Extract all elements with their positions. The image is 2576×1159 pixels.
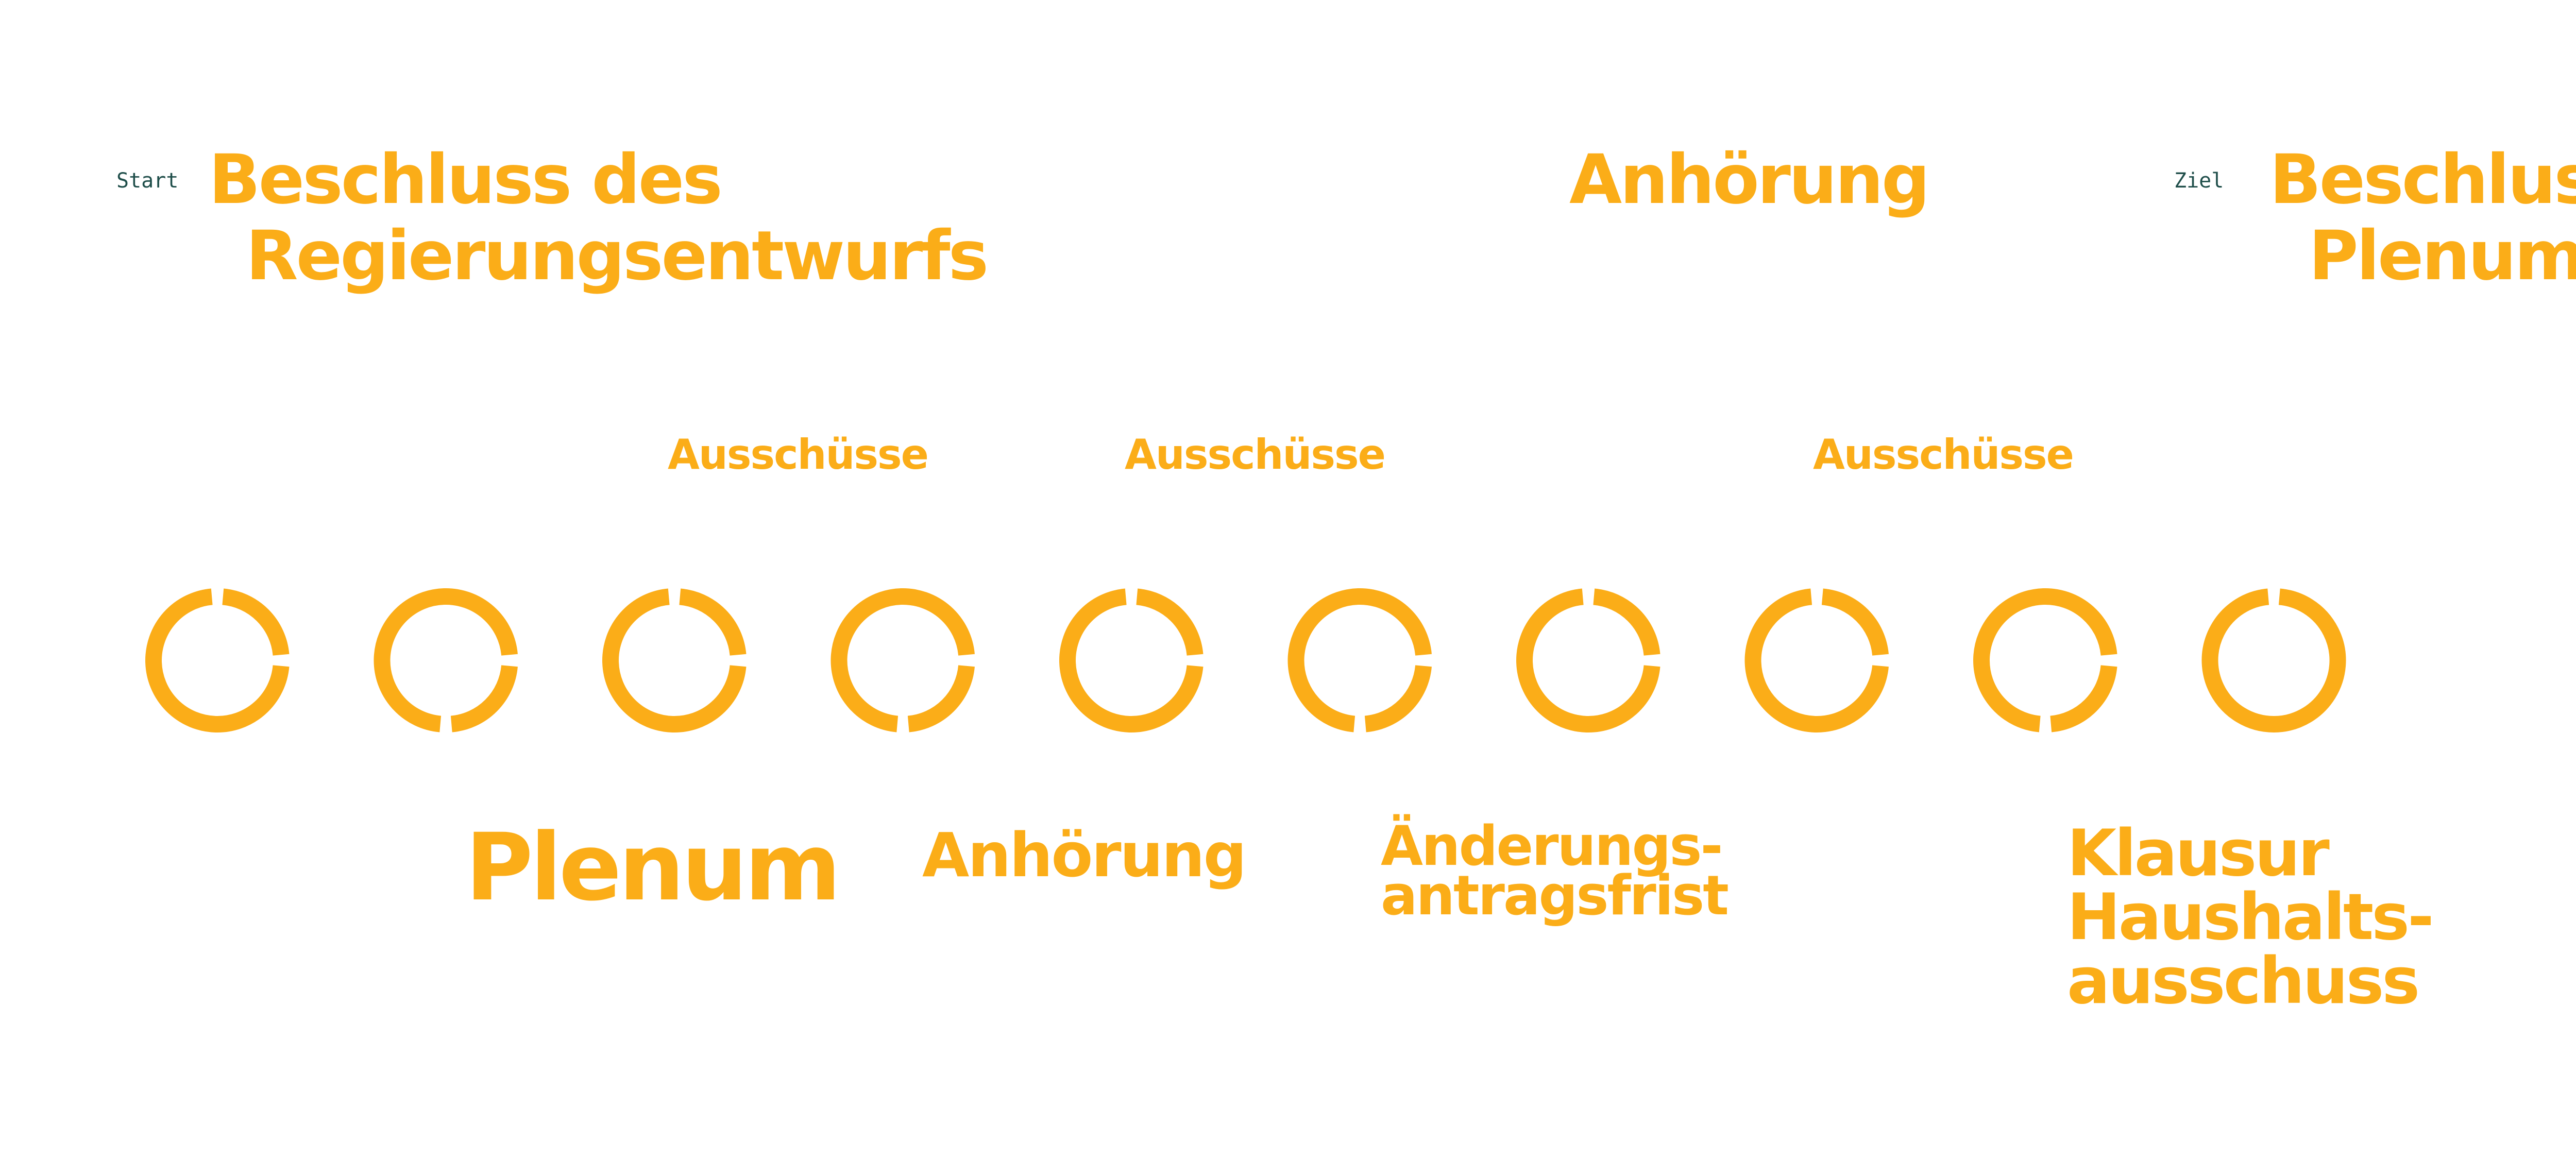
label-klausur-line2: Haushalts- [2067,880,2434,955]
timeline-step-7 [1516,588,1660,732]
timeline-step-9 [1973,588,2117,732]
ring-segment [450,664,518,732]
label-beschluss-plenum: Beschluss Plenum [2269,142,2576,294]
label-aenderungsantragsfrist: Änderungs- antragsfrist [1381,814,1729,927]
ring-segment [374,588,518,732]
label-aenderung-line2: antragsfrist [1381,864,1729,927]
ring-segment [679,588,747,656]
label-beschluss-line2: Regierungsentwurfs [246,216,989,296]
ring-segment [1364,664,1432,732]
ring-segment [907,664,975,732]
timeline-step-10 [2201,588,2346,732]
label-beschluss-regierungsentwurf: Beschluss des Regierungsentwurfs [209,140,989,296]
label-ausschuesse-3: Ausschüsse [1813,431,2074,479]
label-ziel-line1: Beschluss [2269,140,2576,219]
timeline-step-8 [1744,588,1889,732]
label-beschluss-line1: Beschluss des [209,140,723,219]
label-klausur-haushaltsausschuss: Klausur Haushalts- ausschuss [2067,816,2434,1018]
ring-segment [1136,588,1204,656]
timeline-step-6 [1287,588,1432,732]
label-anhoerung-top: Anhörung [1569,140,1930,219]
ring-segment [602,588,747,732]
label-ausschuesse-1: Ausschüsse [668,431,929,479]
label-anhoerung-bottom: Anhörung [922,820,1247,891]
ring-segment [2049,664,2117,732]
timeline-step-1 [145,588,290,732]
timeline-step-2 [374,588,518,732]
label-klausur-line3: ausschuss [2067,944,2420,1018]
ring-segment [1821,588,1889,656]
label-ziel-line2: Plenum [2309,216,2576,296]
ring-segment [1287,588,1432,732]
label-plenum: Plenum [465,814,841,922]
ring-segment [145,588,290,732]
ring-segment [1744,588,1889,732]
ring-segment [1516,588,1660,732]
ring-segment [222,588,290,656]
ring-segment [831,588,975,732]
timeline-step-5 [1059,588,1204,732]
start-tag: Start [116,169,179,193]
label-aenderung-line1: Änderungs- [1381,814,1723,878]
ring-segment [1973,588,2117,732]
label-ausschuesse-2: Ausschüsse [1125,431,1386,479]
timeline-step-3 [602,588,747,732]
label-klausur-line1: Klausur [2067,816,2330,891]
ring-segment [1059,588,1204,732]
ziel-tag: Ziel [2174,169,2224,193]
ring-segment [2201,588,2346,732]
ring-segment [1592,588,1660,656]
timeline-step-4 [831,588,975,732]
